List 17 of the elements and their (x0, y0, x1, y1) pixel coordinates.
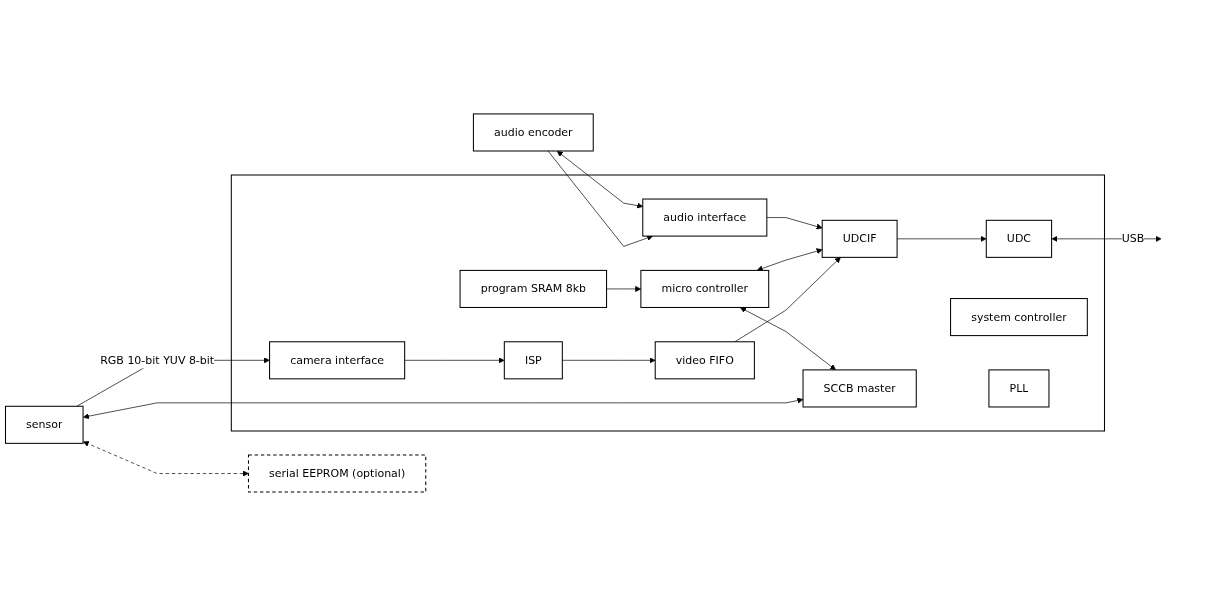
node-box: PLL (988, 369, 1050, 408)
node-box: ISP (503, 341, 563, 380)
edge-label: RGB 10-bit YUV 8-bit (100, 353, 215, 367)
node-box: micro controller (640, 269, 770, 308)
node-box: program SRAM 8kb (459, 269, 608, 308)
edge-label: USB (1121, 231, 1145, 246)
cluster (230, 174, 1105, 432)
node-box: camera interface (269, 341, 406, 380)
node-box: video FIFO (654, 341, 755, 380)
node-box: UDC (985, 219, 1053, 258)
node-box: system controller (950, 298, 1088, 337)
node-box: audio encoder (472, 113, 594, 152)
node-box: serial EEPROM (optional) (247, 454, 427, 493)
node-box: sensor (4, 405, 84, 444)
node-box: SCCB master (802, 369, 917, 408)
node-box: audio interface (642, 198, 768, 237)
node-box: UDCIF (821, 219, 898, 258)
